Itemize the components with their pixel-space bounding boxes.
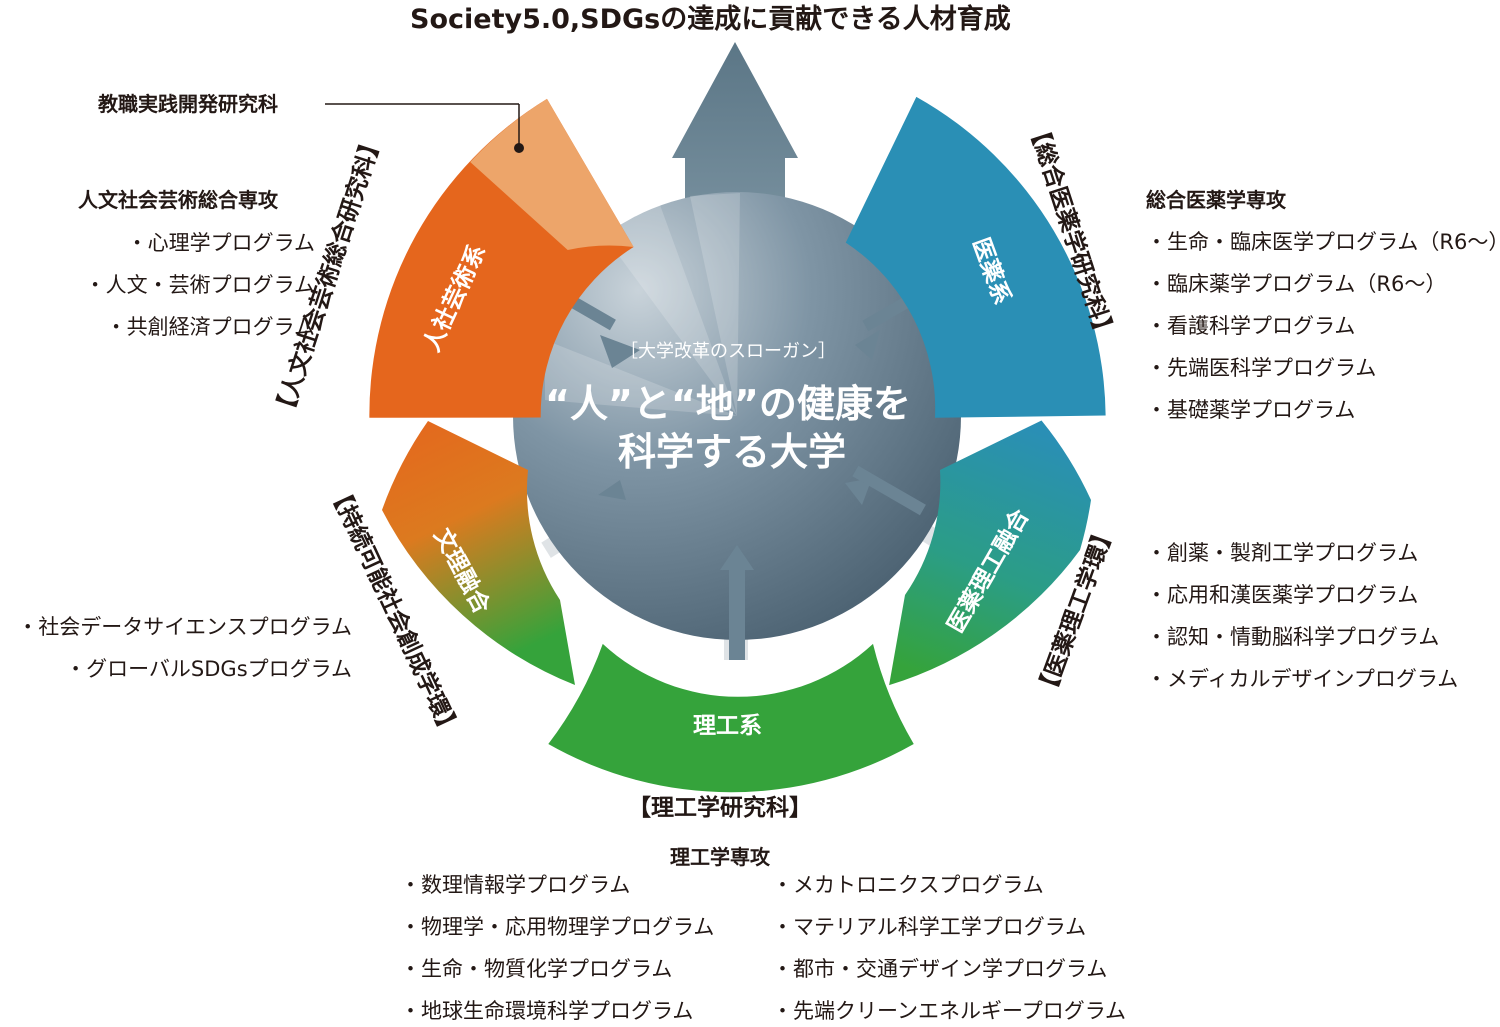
list-item: マテリアル科学工学プログラム [772, 917, 1126, 938]
list-item: 社会データサイエンスプログラム [17, 617, 352, 638]
page-title: Society5.0,SDGsの達成に貢献できる人材育成 [410, 4, 1011, 35]
med-eng-program-list: 創薬・製剤工学プログラム 応用和漢医薬学プログラム 認知・情動脳科学プログラム … [1146, 543, 1458, 690]
list-item: 生命・臨床医学プログラム（R6～） [1146, 232, 1500, 253]
humanities-program-list: 心理学プログラム 人文・芸術プログラム 共創経済プログラム [85, 233, 315, 338]
science-program-right-list: メカトロニクスプログラム マテリアル科学工学プログラム 都市・交通デザイン学プロ… [772, 875, 1126, 1022]
teacher-school-label: 教職実践開発研究科 [98, 92, 278, 116]
segment-liberal [382, 421, 575, 685]
list-item: 生命・物質化学プログラム [400, 959, 714, 980]
center-rays [545, 193, 740, 416]
science-program-left-list: 数理情報学プログラム 物理学・応用物理学プログラム 生命・物質化学プログラム 地… [400, 875, 714, 1022]
list-item: メディカルデザインプログラム [1146, 669, 1458, 690]
list-item: 応用和漢医薬学プログラム [1146, 585, 1458, 606]
list-item: 心理学プログラム [85, 233, 315, 254]
list-item: 創薬・製剤工学プログラム [1146, 543, 1458, 564]
list-item: 臨床薬学プログラム（R6～） [1146, 274, 1500, 295]
segment-label-science: 理工系 [693, 713, 762, 739]
slogan-label: ［大学改革のスローガン］ [620, 341, 836, 362]
segment-med-eng [889, 420, 1091, 686]
sustainable-program-list: 社会データサイエンスプログラム グローバルSDGsプログラム [17, 617, 352, 680]
list-item: 看護科学プログラム [1146, 316, 1500, 337]
slogan-line2: 科学する大学 [618, 430, 847, 474]
list-item: 基礎薬学プログラム [1146, 400, 1500, 421]
list-item: グローバルSDGsプログラム [17, 659, 352, 680]
segment-teacher [470, 98, 634, 250]
center-circle [513, 192, 961, 640]
list-item: 先端クリーンエネルギープログラム [772, 1001, 1126, 1022]
slogan-line1: “人”と“地”の健康を [545, 382, 911, 426]
list-item: メカトロニクスプログラム [772, 875, 1126, 896]
list-item: 都市・交通デザイン学プログラム [772, 959, 1126, 980]
medical-program-list: 生命・臨床医学プログラム（R6～） 臨床薬学プログラム（R6～） 看護科学プログ… [1146, 232, 1500, 421]
humanities-program-heading: 人文社会芸術総合専攻 [78, 188, 278, 212]
list-item: 先端医科学プログラム [1146, 358, 1500, 379]
medical-program-heading: 総合医薬学専攻 [1146, 188, 1286, 212]
science-program-heading: 理工学専攻 [670, 845, 770, 869]
list-item: 地球生命環境科学プログラム [400, 1001, 714, 1022]
list-item: 数理情報学プログラム [400, 875, 714, 896]
list-item: 人文・芸術プログラム [85, 275, 315, 296]
list-item: 共創経済プログラム [85, 317, 315, 338]
list-item: 物理学・応用物理学プログラム [400, 917, 714, 938]
list-item: 認知・情動脳科学プログラム [1146, 627, 1458, 648]
grad-school-science: 【理工学研究科】 [628, 795, 812, 821]
segment-science [548, 643, 914, 793]
teacher-pointer-dot [514, 143, 524, 153]
segment-medical [845, 96, 1106, 418]
